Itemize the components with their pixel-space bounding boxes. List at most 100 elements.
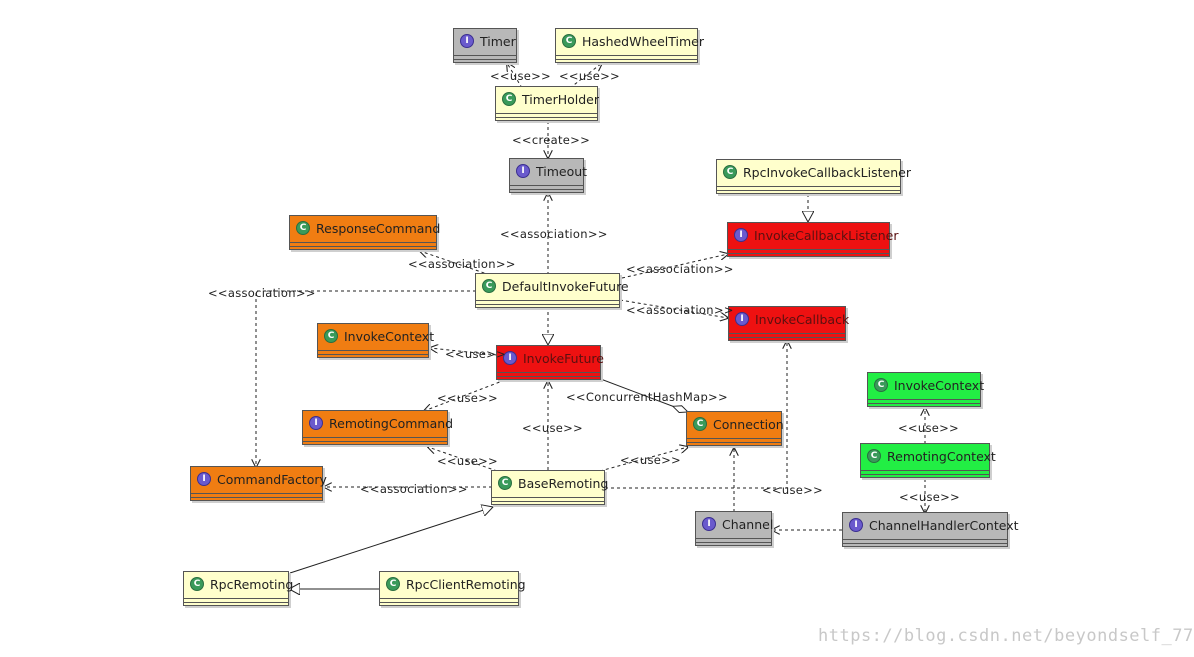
- edge-defaultinvokefuture-invokecallback: [619, 299, 728, 318]
- compartment-divider: [476, 304, 619, 305]
- compartment-divider: [496, 113, 597, 114]
- class-node-label: InvokeContext: [894, 377, 985, 393]
- compartment-divider: [861, 470, 989, 471]
- compartment-divider: [290, 246, 436, 247]
- class-node-header: I Timeout: [510, 159, 587, 183]
- class-icon: C: [867, 449, 881, 463]
- edge-label-create: <<create>>: [512, 133, 591, 147]
- edge-label-use-remotingcommand-2: <<use>>: [437, 454, 498, 468]
- class-icon: C: [386, 577, 400, 591]
- class-node-label: RemotingCommand: [329, 415, 454, 431]
- class-icon: C: [723, 165, 737, 179]
- compartment-divider: [729, 337, 845, 338]
- edge-label-assoc-timeout: <<association>>: [500, 227, 608, 241]
- class-icon: C: [296, 221, 310, 235]
- compartment-divider: [184, 602, 288, 603]
- edge-label-use-connection: <<use>>: [620, 453, 681, 467]
- interface-icon: I: [309, 416, 323, 430]
- class-node-header: C ResponseCommand: [290, 216, 440, 240]
- compartment-divider: [843, 539, 1007, 540]
- edge-label-use-remotingcommand: <<use>>: [437, 391, 498, 405]
- class-icon: C: [693, 417, 707, 431]
- interface-icon: I: [735, 312, 749, 326]
- compartment-divider: [556, 55, 697, 56]
- class-node-label: Timeout: [536, 163, 588, 179]
- class-node-label: RpcRemoting: [210, 576, 294, 592]
- class-node-header: I RemotingCommand: [303, 411, 453, 435]
- edge-label-use-invokefuture: <<use>>: [522, 421, 583, 435]
- class-icon: C: [324, 329, 338, 343]
- class-node-label: Connection: [713, 416, 784, 432]
- compartment-divider: [303, 437, 447, 438]
- compartment-divider: [868, 399, 980, 400]
- compartment-divider: [184, 598, 288, 599]
- compartment-divider: [191, 497, 322, 498]
- compartment-divider: [728, 249, 889, 250]
- compartment-divider: [497, 376, 600, 377]
- class-node-label: DefaultInvokeFuture: [502, 278, 629, 294]
- edge-label-use-timer: <<use>>: [490, 69, 551, 83]
- compartment-divider: [510, 189, 583, 190]
- edge-label-assoc-listener: <<association>>: [626, 262, 734, 276]
- class-node-header: C Connection: [687, 412, 784, 436]
- edge-timerholder-hashedwheeltimer: [569, 63, 602, 89]
- interface-icon: I: [734, 228, 748, 242]
- edge-label-use-green-invokecontext: <<use>>: [898, 421, 959, 435]
- class-node-remotingcommand: I RemotingCommand: [302, 410, 453, 445]
- compartment-divider: [318, 354, 428, 355]
- class-node-label: Channel: [722, 516, 774, 532]
- class-node-label: ResponseCommand: [316, 220, 441, 236]
- class-node-header: C RpcRemoting: [184, 572, 293, 596]
- compartment-divider: [510, 185, 583, 186]
- interface-icon: I: [702, 517, 716, 531]
- edge-label-use-hashed: <<use>>: [559, 69, 620, 83]
- compartment-divider: [303, 441, 447, 442]
- compartment-divider: [497, 372, 600, 373]
- compartment-divider: [687, 442, 781, 443]
- edge-defaultinvokefuture-responsecommand: [420, 251, 491, 276]
- class-node-header: I Channel: [696, 512, 774, 536]
- compartment-divider: [729, 333, 845, 334]
- class-node-connection: C Connection: [686, 411, 784, 446]
- edge-label-assoc-callback: <<association>>: [626, 303, 734, 317]
- compartment-divider: [454, 55, 516, 56]
- compartment-divider: [696, 538, 771, 539]
- compartment-divider: [696, 542, 771, 543]
- class-icon: C: [562, 34, 576, 48]
- edge-label-use-channelhandlercontext: <<use>>: [899, 490, 960, 504]
- edge-label-use-invokecallback: <<use>>: [762, 483, 823, 497]
- interface-icon: I: [516, 164, 530, 178]
- class-icon: C: [190, 577, 204, 591]
- compartment-divider: [318, 350, 428, 351]
- class-node-label: InvokeContext: [344, 328, 435, 344]
- compartment-divider: [380, 602, 518, 603]
- edge-label-assoc-commandfactory: <<association>>: [360, 482, 468, 496]
- compartment-divider: [492, 497, 604, 498]
- class-node-label: InvokeCallbackListener: [754, 227, 899, 243]
- class-icon: C: [502, 92, 516, 106]
- class-node-label: RemotingContext: [887, 448, 996, 464]
- edge-invokefuture-invokecontext: [430, 348, 498, 356]
- class-node-header: C RemotingContext: [861, 444, 996, 468]
- compartment-divider: [687, 438, 781, 439]
- edge-invokefuture-connection: [597, 377, 688, 412]
